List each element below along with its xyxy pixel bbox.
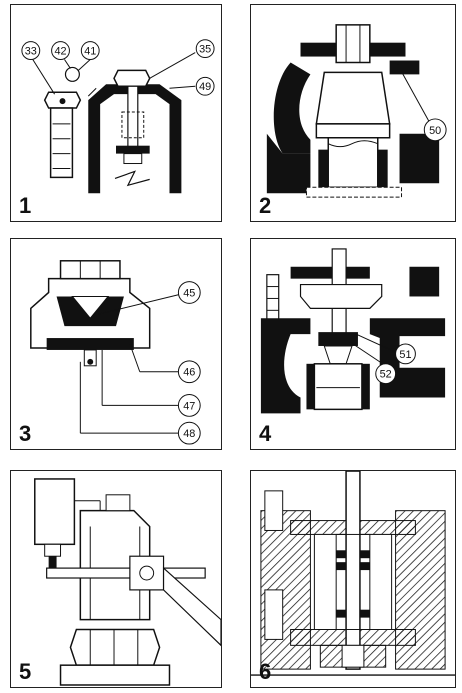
callout-label-51: 51: [399, 349, 411, 361]
callout-circle: [21, 41, 41, 61]
panel-number: 2: [259, 193, 272, 218]
valve-seat-cross-section: 45 46 47 48: [30, 260, 201, 445]
callout-label-33: 33: [25, 46, 37, 58]
panel-number: 6: [259, 659, 272, 684]
panel-number: 5: [19, 659, 32, 684]
valve-stem-packing-cross-section: [251, 471, 455, 676]
valve-body-cross-section: 51 52: [260, 248, 446, 414]
callout-label-46: 46: [183, 367, 195, 379]
callout-label-48: 48: [183, 428, 195, 440]
diagram-panel-3: 45 46 47 48 3: [10, 238, 222, 450]
callout-label-52: 52: [380, 369, 392, 381]
diagram-panel-2: 50 2: [250, 4, 456, 222]
diagram-panel-1: 33 42 41 35 49 1: [10, 4, 222, 222]
callout-label-41: 41: [84, 46, 96, 58]
bolt-nut-assembly-drawing: 33 42 41 35 49: [21, 39, 215, 194]
diagram-panel-5: 5: [10, 470, 222, 688]
panel-number: 4: [259, 421, 272, 446]
valve-cone-cross-section: 50: [266, 24, 447, 198]
callout-label-35: 35: [199, 44, 211, 56]
callout-label-50: 50: [429, 125, 441, 137]
diagram-panel-6: 6: [250, 470, 456, 688]
callout-label-45: 45: [183, 287, 195, 299]
panel-number: 1: [19, 193, 32, 218]
callout-label-49: 49: [199, 81, 211, 93]
actuator-mount-drawing: [34, 478, 221, 686]
callout-label-47: 47: [183, 400, 195, 412]
panel-number: 3: [19, 421, 32, 446]
diagram-panel-4: 51 52 4: [250, 238, 456, 450]
callout-label-42: 42: [54, 46, 66, 58]
